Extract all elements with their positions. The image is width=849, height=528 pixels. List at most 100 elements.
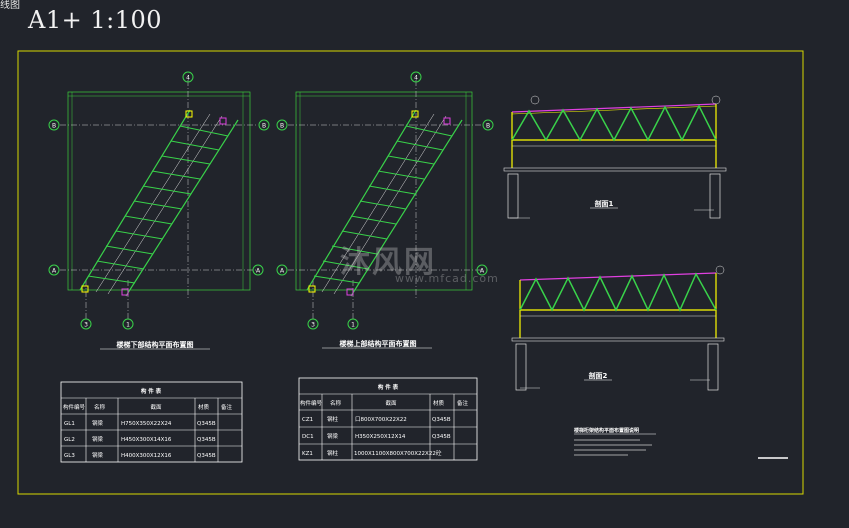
plan2-axis-label-b-left: B [280,123,284,130]
elevation2-group: 剖面2 [511,265,725,391]
elevation1-caption: 剖面1 [595,199,614,208]
table2-header-material: 材质 [433,399,445,407]
elev1-detail-bubble-1 [530,95,540,105]
plan2-stringer-right [350,119,463,297]
plan2-stringer-left [306,109,417,291]
plan2-column-marker-2 [346,288,354,296]
table2-row1-section: 口800X700X22X22 [355,416,407,423]
table1-header-material: 材质 [198,403,210,411]
elev2-top-chord [519,272,717,281]
plan1-column-marker-3 [185,110,193,118]
plan1-axis-label-a-left: A [52,268,57,275]
table1-border [60,381,243,463]
plan1-axis-bubble-a-right [252,264,264,276]
drawing-scale-title: A1+ 1:100 [28,6,163,34]
table2-row3-material: 砼 [436,449,442,457]
plan2-axis-label-a-right: A [480,268,485,275]
plan2-axis-bubble-top [410,71,422,83]
plan2-centerline-b [333,115,447,295]
plan2-axis-label-top: 4 [414,75,418,82]
plan1-axis-bubble-top [182,71,194,83]
elev1-column-left [507,173,519,219]
table2-row1-id: CZ1 [302,417,313,423]
table2-row2-material: Q345B [432,434,451,440]
table1-header-name: 名称 [94,403,106,411]
plan2-axis-label-a-left: A [280,268,285,275]
table2-header-section: 截面 [385,399,397,407]
plan2-column-marker-3 [411,110,419,118]
plan1-column-marker-1 [81,285,89,293]
table2-row3-section: 1000X1100X800X700X22X22 [354,451,436,457]
table2-header-name: 名称 [330,399,342,407]
elev2-column-left [515,343,527,391]
plan1-axis-label-top: 4 [186,75,190,82]
plan2-axis-bubble-3 [307,318,319,330]
plan2-axis-bubble-b-right [482,119,494,131]
table1-row2-material: Q345B [197,437,216,443]
elevation2-caption: 剖面2 [589,371,608,380]
elev1-web-diagonals [511,104,717,142]
table1-row2-section: H450X300X14X16 [121,437,172,443]
table1-row1-name: 钢梁 [92,419,104,427]
table1-row2-id: GL2 [64,437,75,443]
table1-row1-material: Q345B [197,421,216,427]
elev2-column-right [707,343,719,391]
elev1-column-right [709,173,721,219]
plan1-axis-label-b-right: B [262,123,266,130]
table1-row3-name: 钢梁 [92,451,104,459]
plan2-caption: 楼梯上部结构平面布置图 [340,339,417,348]
table2-title: 构 件 表 [378,383,399,391]
elevation1-group: 剖面1 [503,95,727,219]
plan1-dimension-box [67,91,251,291]
elev2-support-beam [511,337,725,342]
plan1-axis-bubble-a-left [48,264,60,276]
plan1-column-marker-4 [219,117,227,125]
plan1-stringer-left [79,109,191,291]
plan1-group: 4 B B A A 3 1 楼梯下部结构平面布置图 [48,71,270,350]
table1-row1-id: GL1 [64,421,75,427]
plan2-axis-label-3: 3 [311,322,315,329]
table1-row2-name: 钢梁 [92,435,104,443]
table1-header-id: 构件编号 [63,403,86,411]
window-tab-label[interactable]: 线图 [0,0,20,11]
plan2-column-marker-1 [308,285,316,293]
plan1-stringer-right [125,119,239,297]
elev2-detail-bubble [715,265,725,275]
plan2-axis-bubble-1 [347,318,359,330]
plan1-axis-label-b-left: B [52,123,56,130]
table2-row1-material: Q345B [432,417,451,423]
plan2-axis-label-1: 1 [351,322,355,329]
plan1-centerline-a [95,113,211,293]
plan1-axis-bubble-b-left [48,119,60,131]
table1-title: 构 件 表 [141,387,162,395]
table1-header-remark: 备注 [221,403,233,411]
plan1-centerline-b [107,115,223,295]
table2: 构 件 表 构件编号 名称 截面 材质 备注 CZ1 钢柱 口800X700X2… [298,377,478,461]
plan1-axis-label-a-right: A [256,268,261,275]
elev1-detail-bubble-2 [711,95,721,105]
plan2-column-marker-4 [443,117,451,125]
table2-row3-id: KZ1 [302,451,313,457]
plan2-axis-bubble-a-right [476,264,488,276]
table2-row2-id: DC1 [302,434,314,440]
watermark-brand: 沐风网 [340,245,436,280]
plan2-axis-bubble-b-left [276,119,288,131]
plan1-axis-label-3: 3 [84,322,88,329]
plan1-axis-bubble-b-right [258,119,270,131]
plan2-dimension-box [295,91,473,291]
table1: 构 件 表 构件编号 名称 截面 材质 备注 GL1 钢梁 H750X350X2… [60,381,243,463]
elev1-support-beam [503,167,727,172]
plan1-column-marker-2 [121,288,129,296]
plan1-axis-bubble-3 [80,318,92,330]
plan1-treads [87,125,229,284]
table1-header-section: 截面 [150,403,162,411]
plan2-axis-label-b-right: B [486,123,490,130]
elev2-web-diagonals [519,272,717,312]
table2-border [298,377,478,461]
table2-header-remark: 备注 [457,399,469,407]
watermark-url: www.mfcad.com [395,272,499,285]
table2-header-id: 构件编号 [300,399,323,407]
table1-row3-material: Q345B [197,453,216,459]
elev1-top-chord [511,103,717,113]
